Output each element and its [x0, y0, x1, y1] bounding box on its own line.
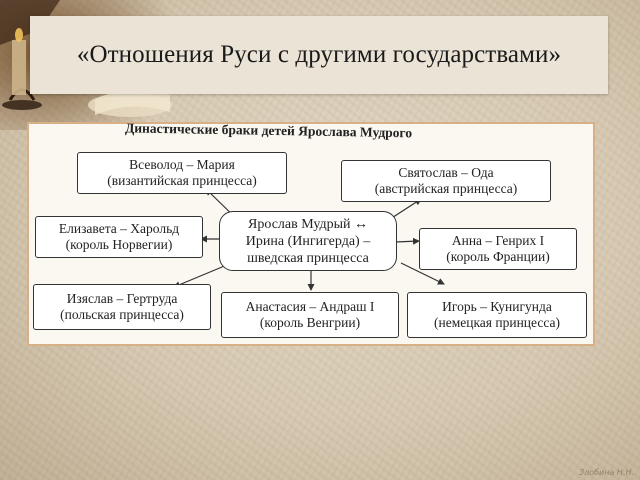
marriage-couple: Анна – Генрих I	[451, 233, 545, 248]
marriage-couple: Святослав – Ода	[398, 165, 494, 180]
marriage-box-izyaslav: Изяслав – Гертруда (польская принцесса)	[33, 284, 211, 330]
center-line-1: Ярослав Мудрый ↔	[248, 216, 368, 232]
author-watermark: Злобина Н.Н.	[578, 468, 634, 477]
marriage-spouse-title: (король Норвегии)	[65, 237, 173, 252]
center-box-yaroslav: Ярослав Мудрый ↔ Ирина (Ингигерда) – шве…	[219, 211, 397, 271]
marriage-couple: Изяслав – Гертруда	[66, 291, 178, 306]
marriage-spouse-title: (византийская принцесса)	[107, 173, 257, 188]
marriage-couple: Елизавета – Харольд	[58, 221, 180, 236]
marriage-box-vsevolod: Всеволод – Мария (византийская принцесса…	[77, 152, 287, 194]
slide-title-box: «Отношения Руси с другими государствами»	[30, 16, 608, 94]
center-line-3: шведская принцесса	[247, 250, 369, 266]
arrow-to-anna	[394, 237, 420, 245]
marriage-spouse-title: (король Венгрии)	[259, 315, 361, 330]
marriage-box-elizaveta: Елизавета – Харольд (король Норвегии)	[35, 216, 203, 258]
marriage-couple: Анастасия – Андраш I	[245, 299, 375, 314]
marriage-box-svyatoslav: Святослав – Ода (австрийская принцесса)	[341, 160, 551, 202]
marriage-couple: Всеволод – Мария	[129, 157, 235, 172]
marriage-spouse-title: (польская принцесса)	[60, 307, 184, 322]
marriage-spouse-title: (немецкая принцесса)	[433, 315, 560, 330]
marriage-box-anastasia: Анастасия – Андраш I (король Венгрии)	[221, 292, 399, 338]
marriage-box-igor: Игорь – Кунигунда (немецкая принцесса)	[407, 292, 587, 338]
center-line-2: Ирина (Ингигерда) –	[245, 233, 371, 249]
slide-title: «Отношения Руси с другими государствами»	[76, 41, 562, 68]
dynastic-marriages-diagram: Династические браки детей Ярослава Мудро…	[27, 120, 595, 346]
arrow-to-igor	[400, 262, 445, 285]
marriage-box-anna: Анна – Генрих I (король Франции)	[419, 228, 577, 270]
marriage-spouse-title: (австрийская принцесса)	[374, 181, 518, 196]
marriage-couple: Игорь – Кунигунда	[442, 299, 552, 314]
marriage-spouse-title: (король Франции)	[446, 249, 550, 264]
